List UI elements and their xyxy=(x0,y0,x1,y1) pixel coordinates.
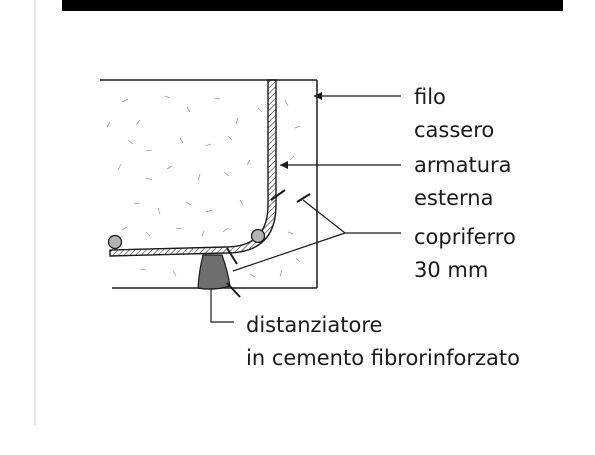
outer-rebar xyxy=(109,79,277,257)
label-spacer-1: distanziatore xyxy=(246,313,382,337)
left-margin-rule xyxy=(34,0,36,425)
cover-dimension-marks xyxy=(226,189,311,298)
label-concrete-cover-1: copriferro xyxy=(414,225,516,249)
label-formwork-line-1: filo xyxy=(414,85,446,109)
label-spacer-2: in cemento fibrorinforzato xyxy=(246,346,520,370)
leader-spacer xyxy=(210,288,234,323)
label-outer-rebar-1: armatura xyxy=(414,153,512,177)
leader-cover-top xyxy=(302,199,346,234)
header-bar xyxy=(62,0,563,11)
concrete-texture xyxy=(106,95,305,278)
leader-lines xyxy=(210,95,401,323)
label-concrete-cover-2: 30 mm xyxy=(414,258,488,282)
longitudinal-bar-left xyxy=(107,234,123,250)
label-outer-rebar-2: esterna xyxy=(414,186,493,210)
leader-cover-bottom xyxy=(232,232,346,272)
arrowheads xyxy=(280,92,322,169)
longitudinal-bar-corner xyxy=(250,228,266,244)
label-formwork-line-2: cassero xyxy=(414,118,494,142)
spacer-block xyxy=(197,254,231,290)
